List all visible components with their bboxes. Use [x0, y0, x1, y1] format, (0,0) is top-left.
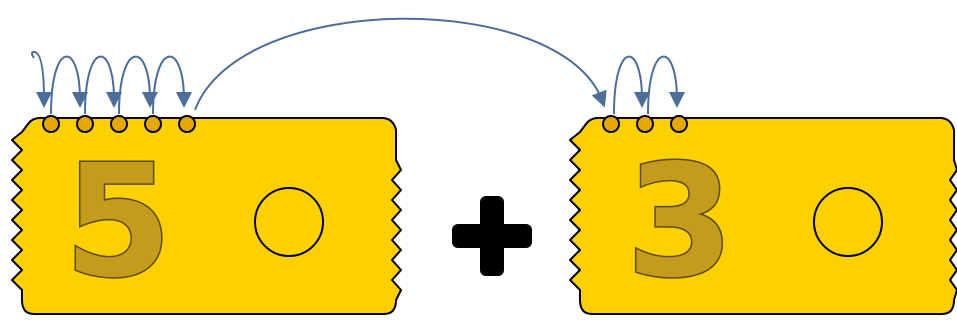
counting-arcs-left	[31, 50, 192, 115]
right-card-dots	[602, 115, 688, 133]
right-card-body	[569, 116, 957, 315]
left-card: 5	[11, 115, 402, 315]
left-card-dot	[76, 115, 94, 133]
left-card-digit: 5	[64, 131, 172, 312]
right-card-dot	[602, 115, 620, 133]
plus-icon	[452, 196, 532, 276]
jump-arc	[194, 17, 607, 111]
right-card: 3	[569, 115, 957, 315]
hop-arc	[152, 55, 192, 115]
left-card-dot	[42, 115, 60, 133]
counting-arcs-right	[613, 55, 685, 115]
left-card-dot	[144, 115, 162, 133]
right-card-dot	[636, 115, 654, 133]
hop-arc	[84, 55, 122, 115]
hop-arc	[31, 50, 52, 108]
hop-arc	[647, 55, 685, 115]
right-card-digit: 3	[626, 131, 734, 312]
left-card-circle	[254, 187, 324, 257]
left-card-dot	[178, 115, 196, 133]
right-card-circle	[813, 187, 883, 257]
right-card-dot	[670, 115, 688, 133]
left-card-dot	[110, 115, 128, 133]
left-card-dots	[42, 115, 196, 133]
hop-arc	[613, 55, 650, 115]
left-card-body	[11, 116, 402, 315]
hop-arc	[118, 55, 158, 115]
hop-arc	[50, 55, 88, 115]
